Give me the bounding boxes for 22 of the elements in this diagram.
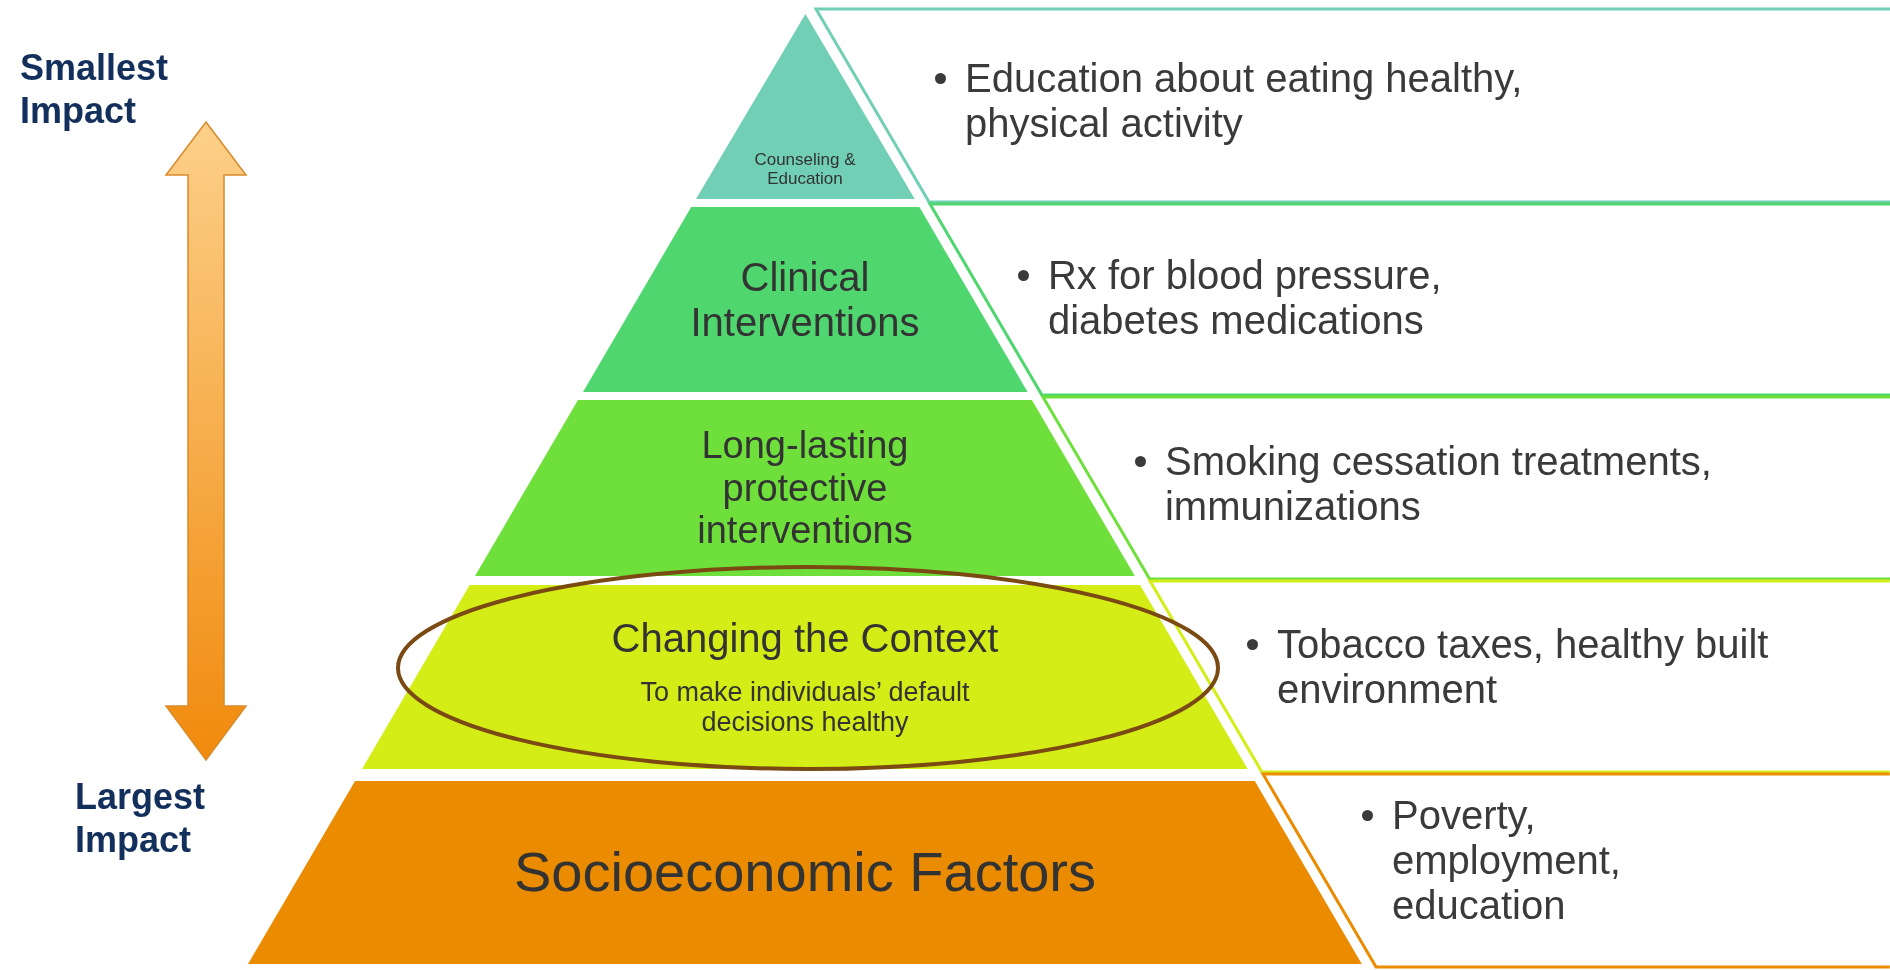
bullet-text: Education about eating healthy, physical activity xyxy=(965,56,1524,147)
bullet-text: Smoking cessation treatments, immunizations xyxy=(1165,439,1713,530)
pyramid-tier xyxy=(582,207,1028,392)
impact-label: Largest Impact xyxy=(75,775,207,862)
description-box xyxy=(1262,773,1890,968)
description-box xyxy=(928,203,1890,396)
tier-label: Socioeconomic Factors xyxy=(513,841,1096,904)
bullet-text: Rx for blood pressure, diabetes medications xyxy=(1048,253,1443,344)
tier-label: Changing the Context xyxy=(611,616,999,662)
tier-label: Long-lasting protective interventions xyxy=(696,424,914,552)
pyramid-tier xyxy=(362,585,1248,769)
bullet-text: Tobacco taxes, healthy built environment xyxy=(1277,622,1770,713)
pyramid-tier xyxy=(695,14,915,199)
tier-label: Counseling & Education xyxy=(753,149,857,189)
bullet-text: Poverty, employment, education xyxy=(1392,793,1622,929)
description-box xyxy=(1041,396,1890,580)
impact-label: Smallest Impact xyxy=(20,46,170,133)
description-box xyxy=(1149,580,1890,773)
pyramid-tier xyxy=(248,781,1362,964)
tier-label: Clinical Interventions xyxy=(689,254,921,345)
tier-subtitle: To make individuals’ default decisions healthy xyxy=(639,677,971,738)
pyramid-tier xyxy=(475,400,1135,576)
